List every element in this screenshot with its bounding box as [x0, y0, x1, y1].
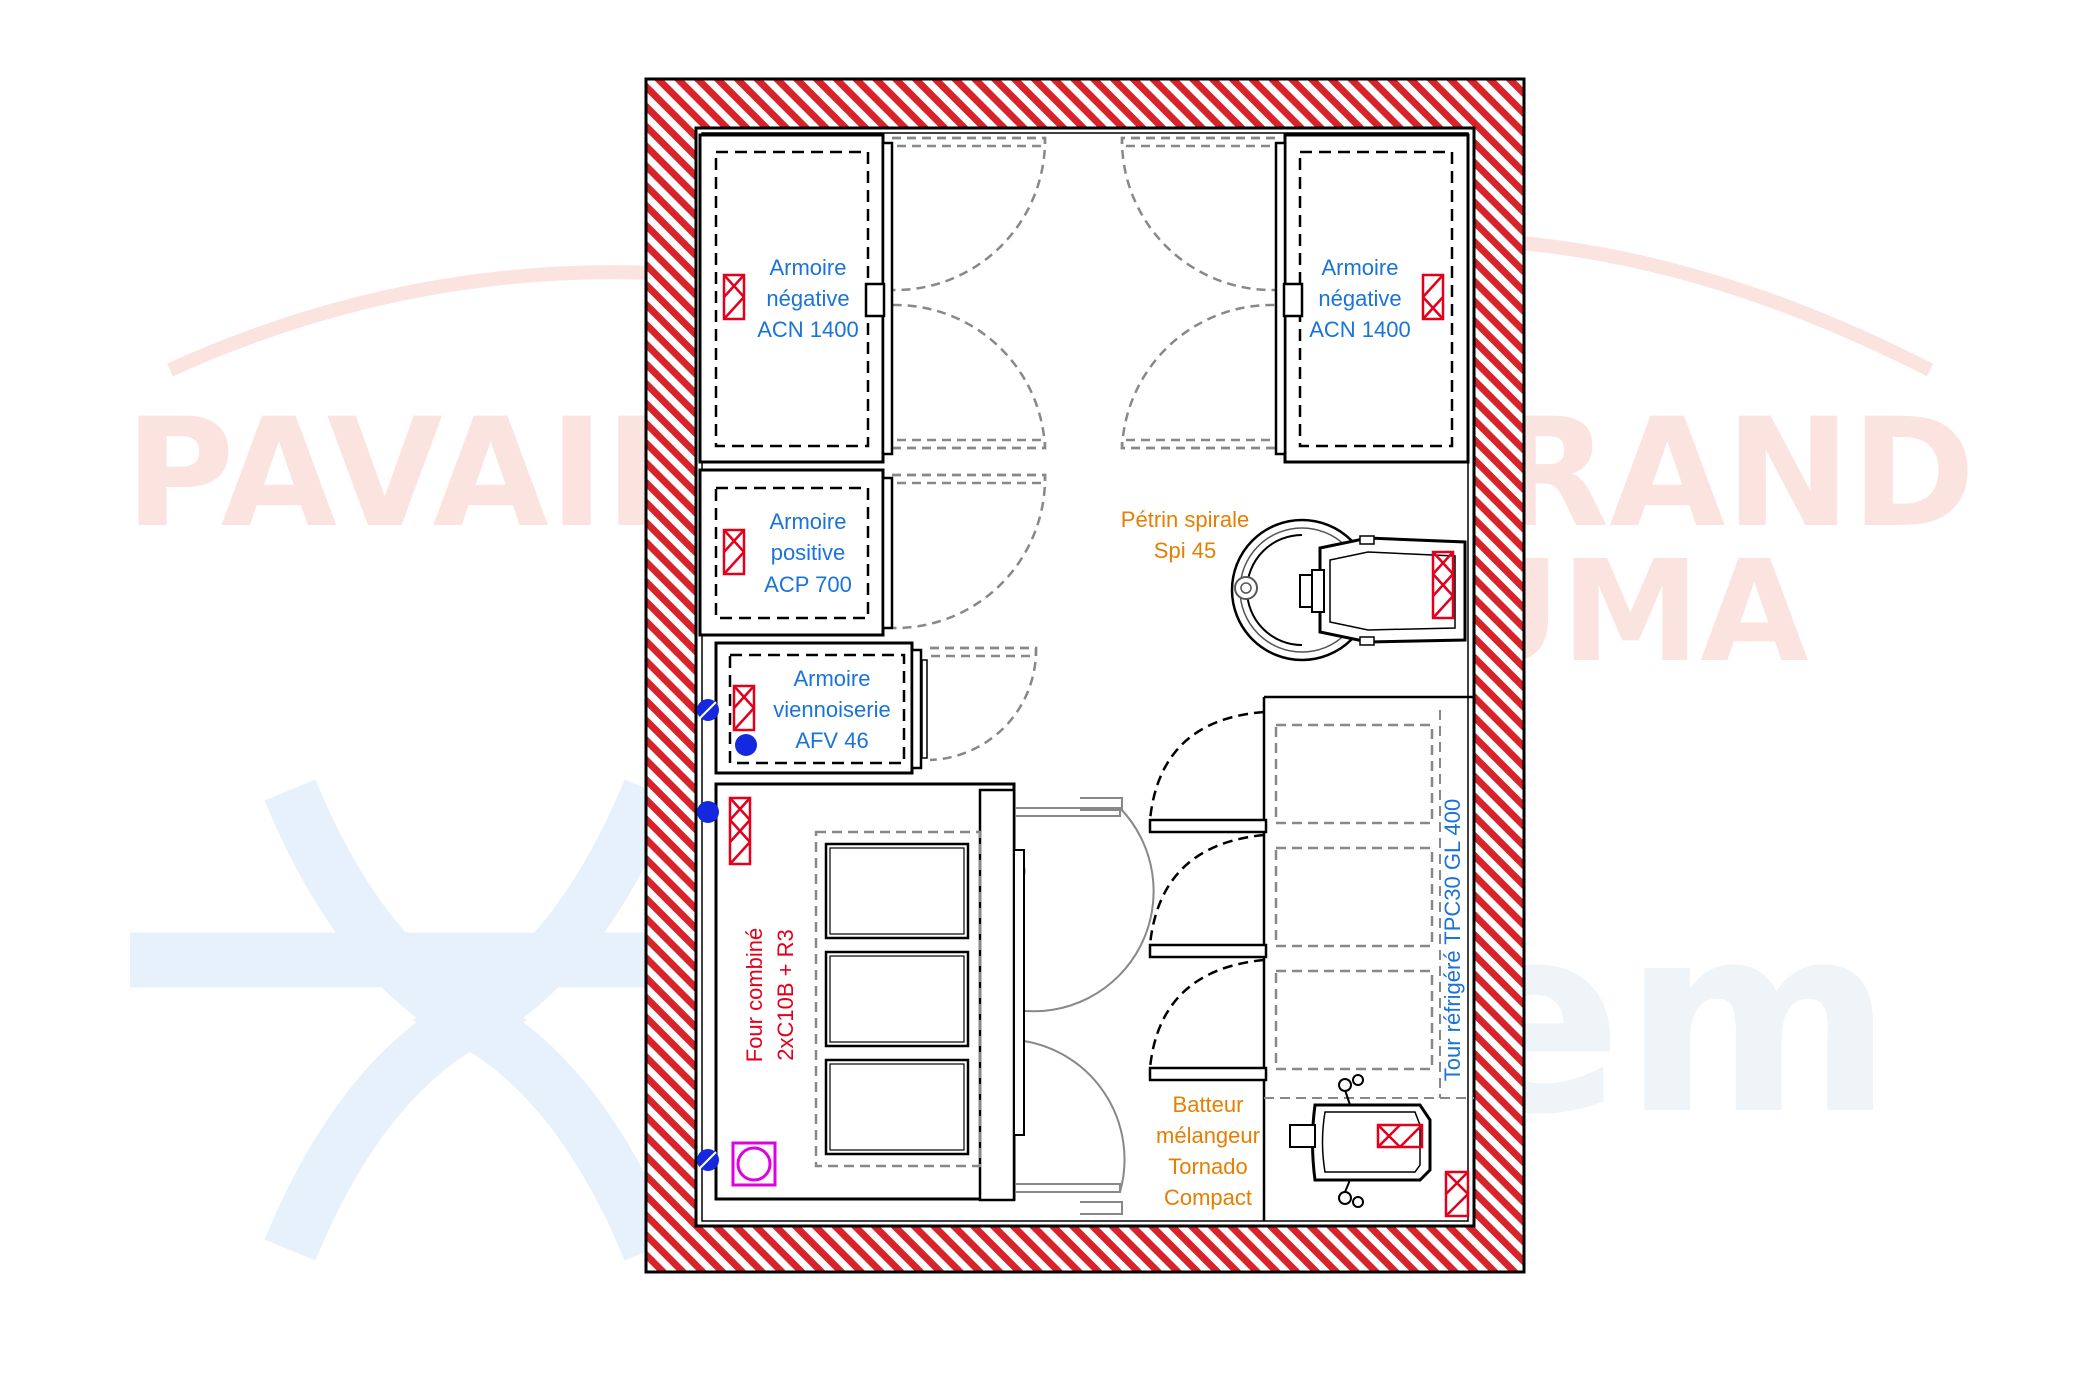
- label-line: mélangeur: [1156, 1123, 1260, 1148]
- water-inlet-icon: [697, 699, 719, 721]
- oven-label: Four combiné 2xC10B + R3: [742, 928, 798, 1063]
- label-line: ACN 1400: [757, 317, 859, 342]
- label-line: Tornado: [1168, 1154, 1248, 1179]
- cabinet-negative-left[interactable]: [698, 133, 894, 464]
- label-line: viennoiserie: [773, 697, 890, 722]
- cabinet-neg-left-label: Armoire négative ACN 1400: [757, 255, 859, 342]
- label-line: Armoire: [769, 255, 846, 280]
- cabinet-neg-right-label: Armoire négative ACN 1400: [1309, 255, 1411, 342]
- mixer-label: Batteur mélangeur Tornado Compact: [1156, 1092, 1260, 1210]
- label-line: AFV 46: [795, 728, 868, 753]
- electric-sockets: [722, 273, 1470, 1218]
- label-line: ACP 700: [764, 572, 852, 597]
- label-line: Tour réfrigéré TPC30 GL 400: [1440, 799, 1465, 1081]
- water-point-icon: [697, 801, 719, 823]
- cabinet-positive[interactable]: [698, 468, 894, 637]
- label-line: Armoire: [1321, 255, 1398, 280]
- electric-socket-icon: [722, 273, 746, 321]
- electric-socket-icon: [1444, 1170, 1470, 1218]
- electric-socket-icon: [728, 796, 752, 866]
- combi-oven[interactable]: [714, 782, 1025, 1202]
- cabinet-pos-label: Armoire positive ACP 700: [764, 509, 852, 597]
- label-line: Armoire: [769, 509, 846, 534]
- label-line: Spi 45: [1154, 538, 1216, 563]
- electric-socket-icon: [722, 528, 746, 576]
- label-line: Armoire: [793, 666, 870, 691]
- electric-socket-icon: [732, 684, 756, 732]
- door-swings: [891, 136, 1276, 1215]
- electric-socket-icon: [1421, 273, 1445, 321]
- label-line: Pétrin spirale: [1121, 507, 1249, 532]
- label-line: positive: [771, 540, 846, 565]
- electric-socket-icon: [1376, 1123, 1424, 1149]
- label-line: Four combiné: [742, 928, 767, 1063]
- refrigerated-counter[interactable]: [1262, 695, 1474, 1221]
- label-line: 2xC10B + R3: [773, 929, 798, 1060]
- label-line: négative: [766, 286, 849, 311]
- cabinet-negative-right[interactable]: [1274, 133, 1470, 464]
- electric-socket-icon: [1431, 550, 1455, 620]
- label-line: ACN 1400: [1309, 317, 1411, 342]
- spiral-kneader[interactable]: [1230, 518, 1467, 662]
- water-inlet-icon: [697, 1149, 719, 1171]
- tower-drawers[interactable]: [1148, 710, 1268, 1082]
- label-line: Compact: [1164, 1185, 1252, 1210]
- label-line: négative: [1318, 286, 1401, 311]
- water-points: [697, 699, 757, 1171]
- label-line: Batteur: [1173, 1092, 1244, 1117]
- tower-label: Tour réfrigéré TPC30 GL 400: [1440, 799, 1465, 1081]
- kneader-label: Pétrin spirale Spi 45: [1121, 507, 1249, 563]
- cabinet-vienn-label: Armoire viennoiserie AFV 46: [773, 666, 890, 753]
- water-point-icon: [735, 734, 757, 756]
- floor-drain-icon: [731, 1141, 777, 1187]
